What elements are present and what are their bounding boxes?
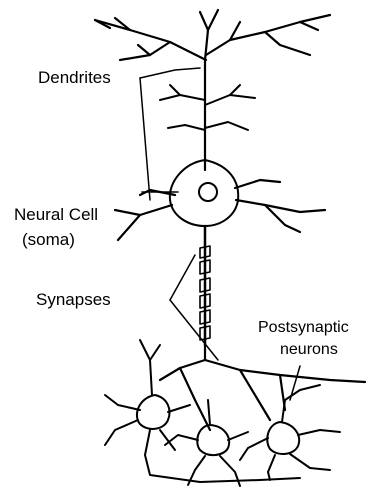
synapses-label: Synapses [36, 290, 111, 310]
mid-dendrites [160, 85, 255, 130]
postsynaptic-neuron-2 [165, 400, 248, 486]
postsynaptic-leader [290, 366, 300, 400]
top-dendrite-tree [95, 10, 330, 170]
soma-label: (soma) [22, 230, 75, 250]
neural-cell-label: Neural Cell [14, 205, 98, 225]
dendrites-leader-2 [140, 78, 150, 200]
dendrites-label: Dendrites [38, 68, 111, 88]
postsynaptic-label: Postsynaptic [258, 318, 349, 337]
soma-dendrites [115, 180, 325, 240]
dendrites-leader [140, 68, 200, 78]
neurons-label: neurons [280, 340, 338, 359]
leader-lines [140, 68, 300, 400]
synapses-leader-1 [170, 255, 195, 300]
